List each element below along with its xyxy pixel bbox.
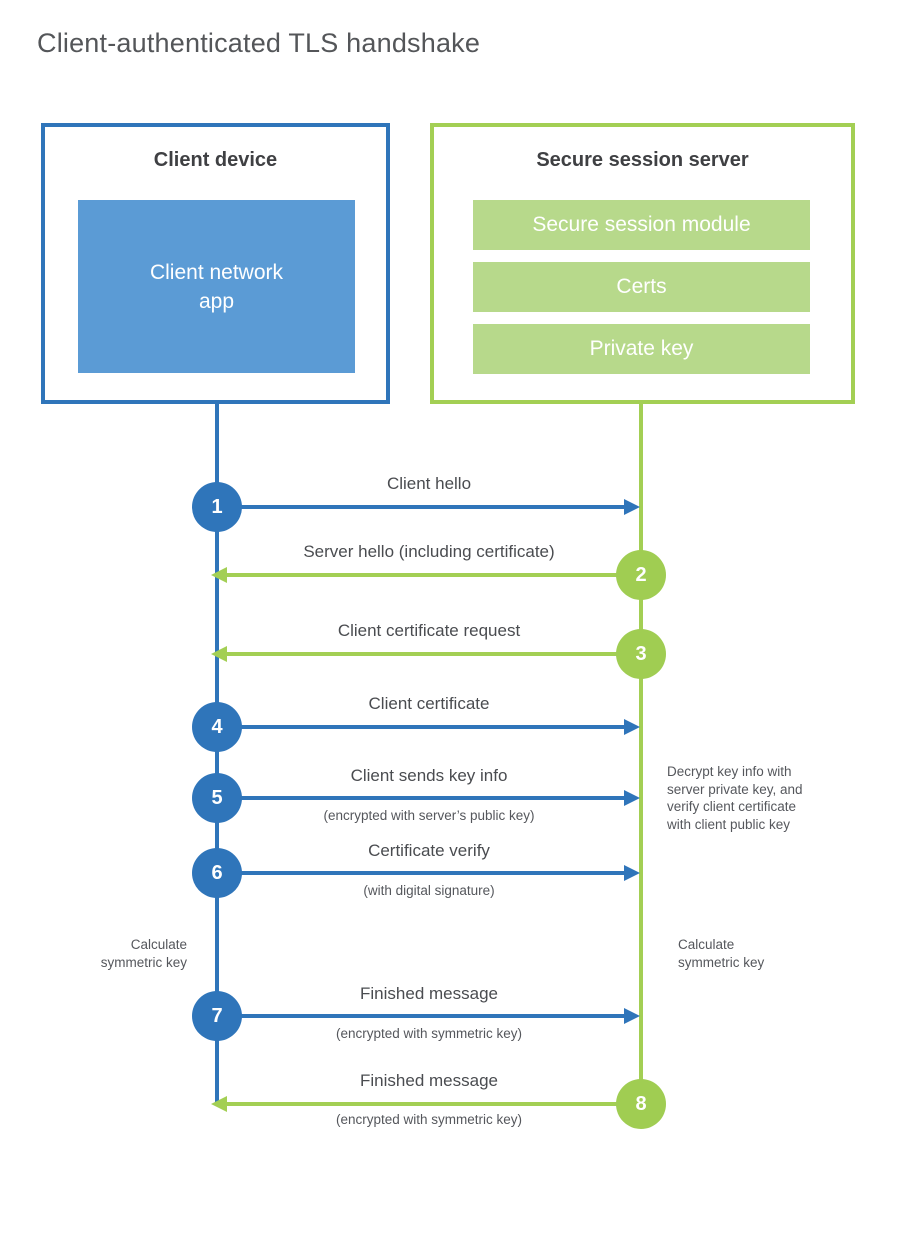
step-4-number: 4	[211, 715, 223, 738]
step-6-label: Certificate verify	[368, 841, 490, 860]
step-3-arrow-line	[227, 652, 641, 656]
step-3-arrowhead-icon	[211, 646, 227, 662]
step-7-label: Finished message	[360, 984, 498, 1003]
step-7-sublabel: (encrypted with symmetric key)	[335, 1026, 523, 1041]
server-module-private-key: Private key	[473, 324, 810, 374]
step-2-label: Server hello (including certificate)	[303, 542, 555, 561]
client-network-app-box: Client network app	[78, 200, 355, 373]
step-6-arrowhead-icon	[624, 865, 640, 881]
step-1-label: Client hello	[386, 474, 472, 493]
step-4-label: Client certificate	[368, 694, 490, 713]
step-2-arrowhead-icon	[211, 567, 227, 583]
step-8-arrow-line	[227, 1102, 641, 1106]
step-5-arrowhead-icon	[624, 790, 640, 806]
calculate-symmetric-key-note-server: Calculate symmetric key	[678, 937, 765, 970]
step-4-number-badge: 4	[192, 702, 242, 752]
step-8-label: Finished message	[360, 1071, 498, 1090]
step-6-number: 6	[211, 861, 223, 884]
server-module-certs: Certs	[473, 262, 810, 312]
step-5-number: 5	[211, 786, 223, 809]
decrypt-note: Decrypt key info with server private key…	[667, 764, 803, 832]
client-device-heading: Client device	[153, 149, 278, 171]
step-7-arrow-line	[217, 1014, 624, 1018]
server-module-secure-session: Secure session module	[473, 200, 810, 250]
step-7-number-badge: 7	[192, 991, 242, 1041]
step-5-sublabel: (encrypted with server’s public key)	[323, 808, 535, 823]
page-title: Client-authenticated TLS handshake	[37, 28, 481, 58]
secure-session-server-heading: Secure session server	[536, 149, 749, 171]
step-7-arrowhead-icon	[624, 1008, 640, 1024]
step-8-sublabel: (encrypted with symmetric key)	[335, 1112, 523, 1127]
step-7-number: 7	[211, 1004, 223, 1027]
server-lifeline	[639, 404, 643, 1104]
step-4-arrow-line	[217, 725, 624, 729]
step-3-label: Client certificate request	[337, 621, 521, 640]
step-5-arrow-line	[217, 796, 624, 800]
step-5-number-badge: 5	[192, 773, 242, 823]
step-8-number: 8	[635, 1092, 647, 1115]
step-2-number: 2	[635, 563, 647, 586]
step-5-label: Client sends key info	[350, 766, 508, 785]
step-2-number-badge: 2	[616, 550, 666, 600]
step-8-arrowhead-icon	[211, 1096, 227, 1112]
step-3-number-badge: 3	[616, 629, 666, 679]
calculate-symmetric-key-note-client: Calculate symmetric key	[100, 937, 187, 970]
client-lifeline	[215, 404, 219, 1106]
step-6-sublabel: (with digital signature)	[363, 883, 495, 898]
step-6-number-badge: 6	[192, 848, 242, 898]
step-3-number: 3	[635, 642, 647, 665]
step-4-arrowhead-icon	[624, 719, 640, 735]
step-1-number-badge: 1	[192, 482, 242, 532]
step-8-number-badge: 8	[616, 1079, 666, 1129]
step-6-arrow-line	[217, 871, 624, 875]
step-2-arrow-line	[227, 573, 641, 577]
step-1-arrowhead-icon	[624, 499, 640, 515]
step-1-number: 1	[211, 495, 223, 518]
step-1-arrow-line	[217, 505, 624, 509]
